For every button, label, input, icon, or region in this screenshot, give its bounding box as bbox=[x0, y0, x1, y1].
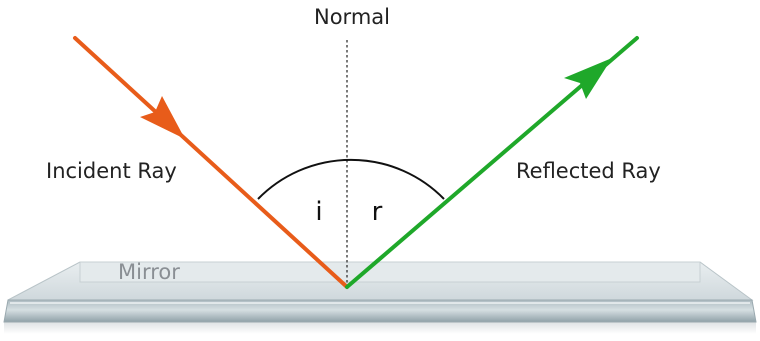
mirror-label: Mirror bbox=[118, 260, 180, 284]
normal-label: Normal bbox=[314, 5, 390, 29]
angle-r-label: r bbox=[372, 197, 383, 227]
mirror-shadow bbox=[4, 320, 756, 334]
incident-arrowhead-icon bbox=[140, 96, 185, 139]
reflected-arrowhead-icon bbox=[564, 58, 612, 99]
angle-i-label: i bbox=[315, 197, 322, 227]
reflected-ray-label: Reflected Ray bbox=[516, 159, 661, 183]
mirror-front-edge bbox=[3, 299, 757, 323]
mirror-inner-panel bbox=[79, 261, 701, 283]
mirror: Mirror bbox=[3, 260, 757, 334]
angle-arc bbox=[257, 158, 445, 200]
incident-ray-label: Incident Ray bbox=[46, 159, 177, 183]
incident-ray bbox=[73, 36, 349, 289]
